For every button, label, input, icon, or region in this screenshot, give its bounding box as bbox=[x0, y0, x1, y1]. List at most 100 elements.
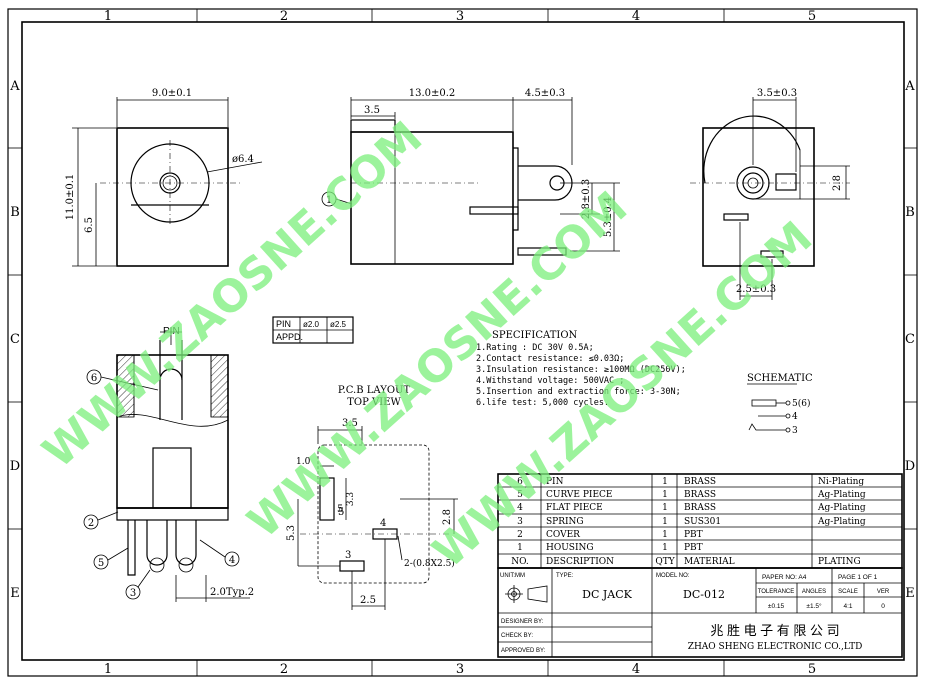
front-center-dim: 6.5 bbox=[84, 217, 95, 233]
pcb-dim-10: 1.0 bbox=[296, 457, 311, 467]
side-view bbox=[321, 97, 620, 265]
inner-frame bbox=[21, 21, 905, 661]
front-height-dim: 11.0±0.1 bbox=[65, 174, 76, 221]
col-label-3-bottom: 3 bbox=[456, 662, 464, 677]
spec-line-6: 6.life test: 5,000 cycles. bbox=[476, 398, 609, 408]
section-balloon-5: 5 bbox=[98, 558, 104, 569]
tb-model-value: DC-012 bbox=[683, 588, 725, 601]
col-label-2-top: 2 bbox=[280, 9, 288, 24]
schematic-title: SCHEMATIC bbox=[747, 373, 813, 384]
tb-model-label: MODEL NO: bbox=[656, 573, 690, 579]
bom-cell-r5-c1: 2 bbox=[517, 530, 523, 540]
side-balloon-1: 1 bbox=[326, 195, 332, 206]
pcb-subtitle: TOP VIEW bbox=[347, 397, 401, 408]
bom-cell-r5-c4: PBT bbox=[684, 530, 703, 540]
tb-company-en: ZHAO SHENG ELECTRONIC CO.,LTD bbox=[688, 642, 863, 652]
bom-cell-r3-c5: Ag-Plating bbox=[817, 503, 866, 513]
pcb-dim-25: 2.5 bbox=[360, 595, 376, 606]
section-balloon-3: 3 bbox=[130, 588, 136, 599]
tb-tolerance-value: ±0.15 bbox=[768, 603, 785, 610]
section-balloon-6: 6 bbox=[91, 373, 97, 384]
pcb-dim-53: 5.3 bbox=[286, 525, 297, 541]
tb-type-label: TYPE: bbox=[556, 573, 574, 579]
bom-header-c5: PLATING bbox=[818, 557, 861, 567]
row-label-a-left: A bbox=[9, 79, 20, 94]
bom-cell-r4-c3: 1 bbox=[662, 517, 668, 527]
outer-frame bbox=[7, 8, 918, 677]
bom-cell-r2-c5: Ag-Plating bbox=[817, 490, 866, 500]
back-top-dim: 3.5±0.3 bbox=[757, 88, 797, 99]
col-label-5-bottom: 5 bbox=[808, 662, 816, 677]
tb-unit: UNIT:MM bbox=[500, 573, 525, 579]
bom-header-c1: NO. bbox=[511, 557, 529, 567]
pin-table-d20: ø2.0 bbox=[303, 320, 320, 329]
back-side-dim: 2.8 bbox=[832, 175, 843, 191]
title-block bbox=[497, 567, 903, 658]
col-label-1-top: 1 bbox=[104, 9, 112, 24]
pcb-slot-note: 2-(0.8X2.5) bbox=[404, 558, 455, 569]
pcb-label-5: 5 bbox=[337, 504, 343, 515]
back-bottom-dim: 2.5±0.3 bbox=[736, 284, 776, 295]
col-label-1-bottom: 1 bbox=[104, 662, 112, 677]
side-dim-b: 5.3±0.4 bbox=[603, 197, 614, 237]
bom-cell-r4-c4: SUS301 bbox=[684, 517, 721, 527]
tb-angles-value: ±1.5° bbox=[806, 602, 822, 610]
tb-check: CHECK BY: bbox=[501, 633, 533, 639]
back-view bbox=[690, 97, 850, 300]
bom-header-c4: MATERIAL bbox=[684, 557, 735, 567]
pin-table-header: PIN bbox=[276, 319, 291, 329]
bom-cell-r3-c2: FLAT PIECE bbox=[546, 503, 603, 513]
bom-cell-r2-c2: CURVE PIECE bbox=[546, 490, 613, 500]
tb-company-cn: 兆 胜 电 子 有 限 公 司 bbox=[710, 623, 839, 638]
section-pin-label: PIN bbox=[163, 326, 180, 337]
bom-cell-r4-c1: 3 bbox=[517, 517, 523, 527]
bom-cell-r6-c1: 1 bbox=[517, 543, 523, 553]
bom-header-c3: QTY bbox=[655, 557, 675, 567]
bom-cell-r2-c3: 1 bbox=[662, 490, 668, 500]
bom-cell-r1-c3: 1 bbox=[662, 477, 668, 487]
bom-cell-r3-c4: BRASS bbox=[684, 503, 716, 513]
schematic-symbol bbox=[747, 383, 797, 433]
tb-designer: DESIGNER BY: bbox=[501, 619, 544, 625]
row-label-d-right: D bbox=[905, 459, 915, 474]
tb-page: PAGE 1 OF 1 bbox=[838, 574, 878, 581]
pcb-label-3: 3 bbox=[345, 550, 351, 561]
row-label-e-left: E bbox=[10, 586, 20, 601]
bom-cell-r3-c3: 1 bbox=[662, 503, 668, 513]
spec-line-1: 1.Rating : DC 30V 0.5A; bbox=[476, 343, 594, 353]
tb-ver-label: VER bbox=[877, 589, 890, 595]
side-front-dim: 3.5 bbox=[364, 105, 380, 116]
tb-paper: PAPER NO: A4 bbox=[762, 574, 807, 581]
tb-scale-label: SCALE bbox=[838, 589, 858, 595]
bom-cell-r1-c1: 6 bbox=[517, 477, 523, 487]
pcb-dim-28: 2.8 bbox=[442, 509, 453, 525]
pin-table-appd: APPD. bbox=[276, 332, 303, 342]
col-label-4-bottom: 4 bbox=[632, 662, 640, 677]
pcb-dim-35: 3.5 bbox=[342, 418, 358, 429]
tb-angles-label: ANGLES bbox=[802, 589, 826, 595]
row-label-b-right: B bbox=[905, 205, 915, 220]
row-label-c-right: C bbox=[905, 332, 915, 347]
tb-approved: APPROVED BY: bbox=[501, 648, 546, 654]
spec-title: SPECIFICATION bbox=[492, 330, 578, 341]
tb-tolerance-label: TOLERANCE bbox=[758, 589, 795, 595]
spec-line-2: 2.Contact resistance: ≤0.03Ω; bbox=[476, 354, 624, 364]
pin-table-d25: ø2.5 bbox=[330, 320, 347, 329]
row-label-a-right: A bbox=[904, 79, 915, 94]
bom-cell-r2-c4: BRASS bbox=[684, 490, 716, 500]
bom-cell-r4-c2: SPRING bbox=[546, 517, 584, 527]
frame-ticks bbox=[8, 9, 917, 676]
spec-line-4: 4.Withstand voltage: 500VAC ; bbox=[476, 376, 624, 386]
front-width-dim: 9.0±0.1 bbox=[152, 88, 192, 99]
pcb-dim-5: 5 bbox=[338, 507, 344, 518]
col-label-4-top: 4 bbox=[632, 9, 640, 24]
bom-cell-r6-c2: HOUSING bbox=[546, 543, 594, 553]
col-label-2-bottom: 2 bbox=[280, 662, 288, 677]
row-label-b-left: B bbox=[10, 205, 20, 220]
pcb-title: P.C.B LAYOUT bbox=[338, 385, 411, 396]
col-label-3-top: 3 bbox=[456, 9, 464, 24]
row-label-e-right: E bbox=[905, 586, 915, 601]
bom-cell-r4-c5: Ag-Plating bbox=[817, 517, 866, 527]
